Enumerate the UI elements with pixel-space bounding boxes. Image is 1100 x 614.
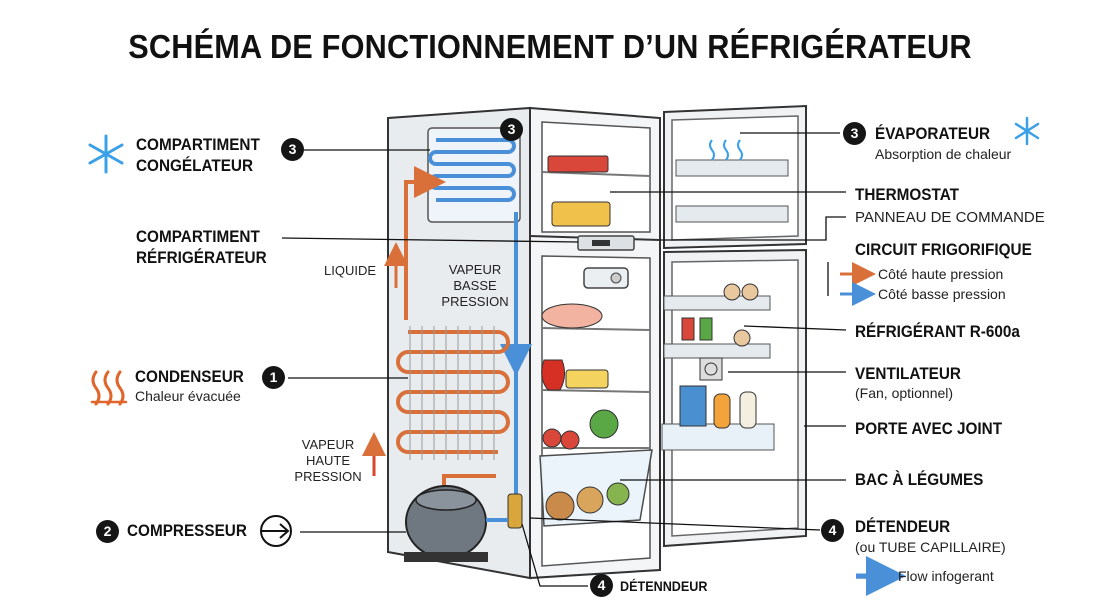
high-pressure-legend: Côté haute pression: [878, 266, 1004, 282]
fridge-label-line2: RÉFRIGÉRATEUR: [136, 248, 267, 267]
fridge-doors: [661, 104, 807, 548]
fan-sublabel: (Fan, optionnel): [855, 385, 954, 401]
fridge-body: [387, 106, 661, 580]
vapor-high-line2: HAUTE: [305, 453, 351, 468]
liquid-label: LIQUIDE: [324, 263, 377, 278]
cold-waves-icon: [709, 139, 743, 161]
vapor-high-line3: PRESSION: [294, 469, 362, 484]
control-panel-label: PANNEAU DE COMMANDE: [855, 209, 1045, 226]
circuit-label: CIRCUIT FRIGORIFIQUE: [855, 240, 1032, 259]
door-label: PORTE AVEC JOINT: [855, 419, 1003, 438]
compressor-arrow-icon: [260, 515, 292, 547]
condenser-label: CONDENSEUR: [135, 367, 244, 386]
vapor-low-line1: VAPEUR: [448, 262, 502, 277]
expansion-bottom-label: DÉTENNDEUR: [620, 578, 708, 594]
vapor-low-line2: BASSE: [453, 278, 497, 293]
badge-1-condenser: 1: [262, 366, 285, 389]
expansion-label: DÉTENDEUR: [855, 517, 951, 536]
fridge-label-line1: COMPARTIMENT: [136, 227, 260, 246]
condenser-sublabel: Chaleur évacuée: [135, 388, 241, 404]
thermostat-label: THERMOSTAT: [855, 185, 959, 204]
condenser-coil: [396, 166, 510, 500]
crisper-label: BAC À LÉGUMES: [855, 470, 984, 489]
badge-4-expansion-bottom: 4: [590, 574, 613, 597]
badge-3-coil: 3: [500, 118, 523, 141]
flow-legend: Flow infogerant: [898, 568, 994, 584]
vapor-high-line1: VAPEUR: [301, 437, 355, 452]
snowflake-icon: [88, 134, 124, 174]
badge-3-freezer: 3: [281, 138, 304, 161]
page-title: SCHÉMA DE FONCTIONNEMENT D’UN RÉFRIGÉRAT…: [128, 28, 972, 65]
freezer-label-line2: CONGÉLATEUR: [136, 156, 254, 175]
badge-4-expansion: 4: [821, 519, 844, 542]
expansion-sublabel: (ou TUBE CAPILLAIRE): [855, 539, 1006, 555]
compressor-unit: [404, 485, 523, 562]
evaporator-coil: [427, 127, 532, 500]
badge-2-compressor: 2: [96, 520, 119, 543]
freezer-label-line1: COMPARTIMENT: [136, 135, 260, 154]
compressor-label: COMPRESSEUR: [127, 521, 247, 540]
fan-label: VENTILATEUR: [855, 364, 961, 383]
low-pressure-legend: Côté basse pression: [878, 286, 1006, 302]
leader-lines: [281, 132, 888, 587]
vapor-low-line3: PRESSION: [441, 294, 509, 309]
heat-waves-icon: [90, 370, 128, 406]
refrigerant-label: RÉFRIGÉRANT R-600a: [855, 322, 1020, 341]
legend-arrows: [840, 262, 906, 596]
evaporator-sublabel: Absorption de chaleur: [875, 146, 1012, 162]
flow-arrows: [362, 242, 408, 476]
snowflake-icon: [1014, 116, 1040, 146]
badge-3-evaporator: 3: [843, 122, 866, 145]
evaporator-label: ÉVAPORATEUR: [875, 124, 991, 143]
